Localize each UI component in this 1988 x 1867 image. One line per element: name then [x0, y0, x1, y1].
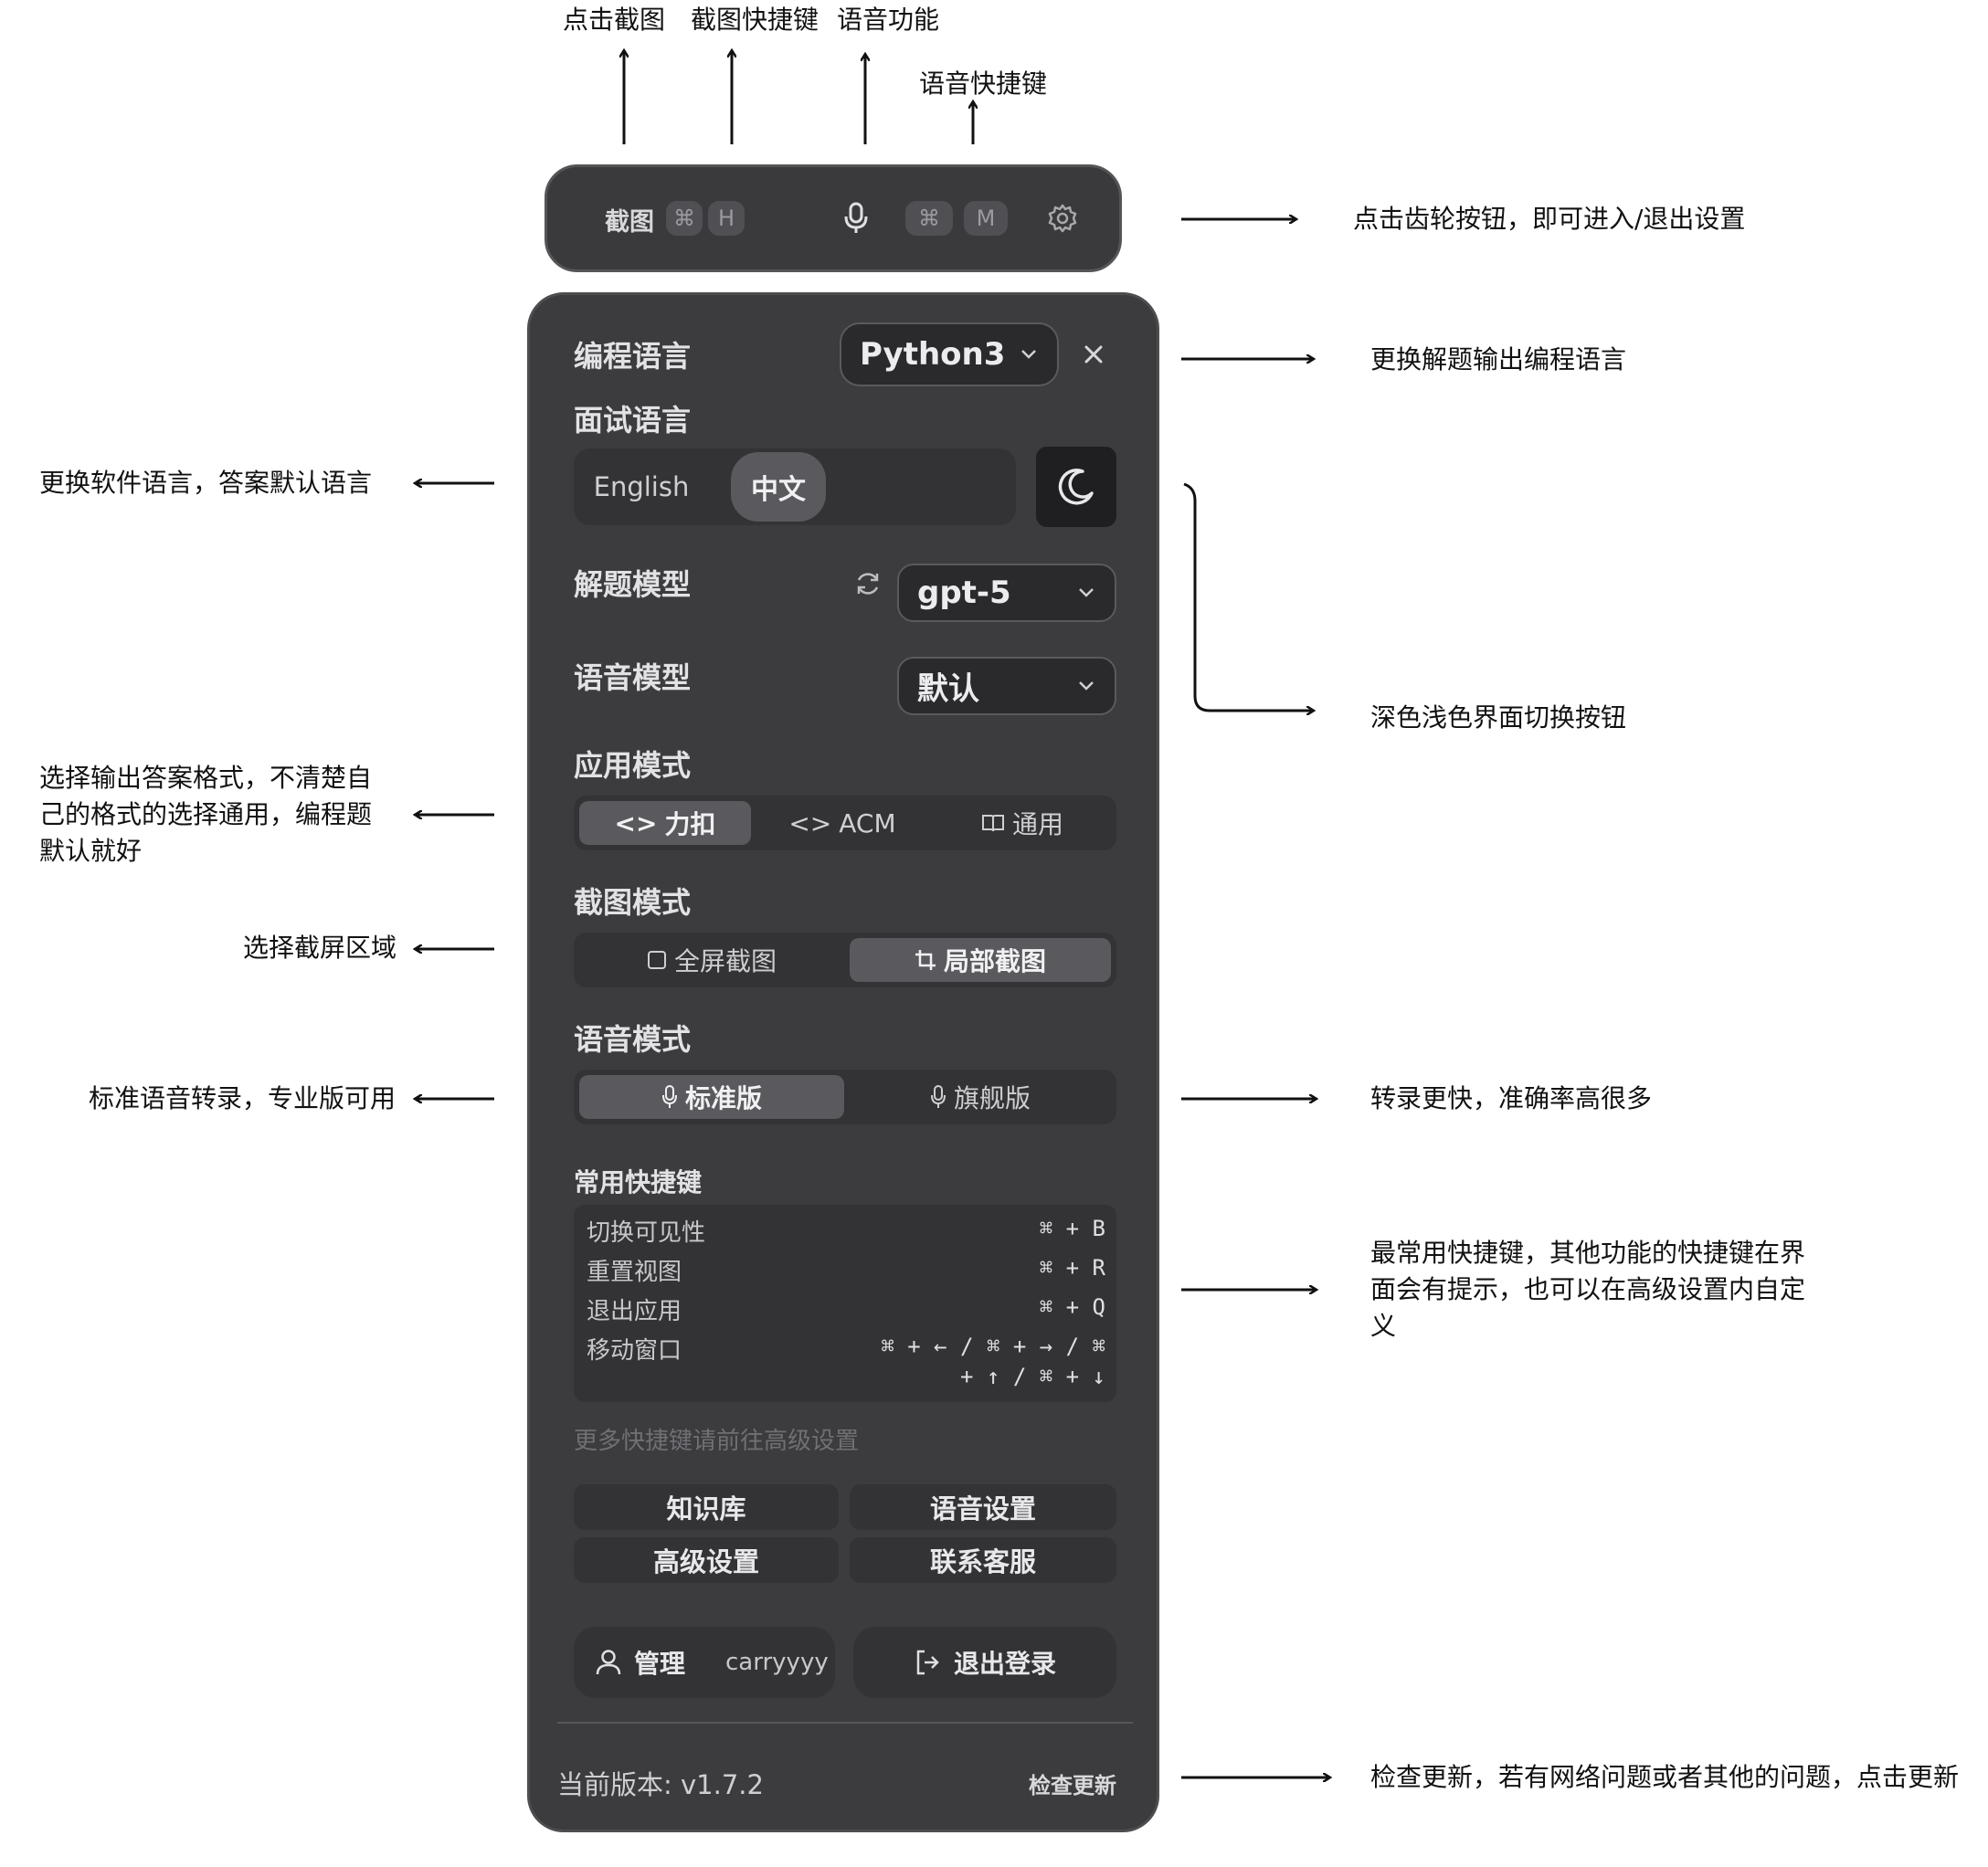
- mic-icon: [661, 1085, 677, 1108]
- solve-model-label: 解题模型: [574, 567, 692, 602]
- interview-lang-label: 面试语言: [574, 403, 692, 438]
- shot-mode-label: 截图模式: [574, 885, 692, 920]
- shortcuts-list: 切换可见性 ⌘ + B 重置视图 ⌘ + R 退出应用 ⌘ + Q 移动窗口 ⌘…: [574, 1205, 1116, 1402]
- square-icon: [647, 951, 666, 969]
- voice-mode-label: 语音模式: [574, 1022, 692, 1057]
- advanced-settings-button[interactable]: 高级设置: [574, 1537, 839, 1583]
- refresh-icon[interactable]: [853, 569, 884, 600]
- voice-mode-flagship-label: 旗舰版: [953, 1083, 1031, 1113]
- app-mode-switch: <>力扣 <>ACM 通用: [574, 796, 1116, 850]
- shot-mode-region[interactable]: 局部截图: [850, 938, 1111, 982]
- anno-change-code-lang: 更换解题输出编程语言: [1370, 344, 1627, 374]
- floating-toolbar: 截图 ⌘ H ⌘ M: [545, 164, 1122, 272]
- anno-answer-format: 选择输出答案格式，不清楚自己的格式的选择通用，编程题默认就好: [39, 763, 373, 866]
- anno-screenshot-hotkey: 截图快捷键: [691, 5, 820, 35]
- version-label: 当前版本: v1.7.2: [557, 1769, 764, 1800]
- lang-option-chinese[interactable]: 中文: [731, 452, 826, 522]
- solve-model-select[interactable]: gpt-5: [897, 564, 1116, 622]
- voice-settings-button[interactable]: 语音设置: [850, 1484, 1116, 1530]
- voice-key-mod: ⌘: [905, 201, 953, 236]
- anno-standard-voice: 标准语音转录，专业版可用: [89, 1083, 397, 1113]
- contact-support-button[interactable]: 联系客服: [850, 1537, 1116, 1583]
- lang-option-english[interactable]: English: [593, 471, 690, 502]
- app-mode-acm[interactable]: <>ACM: [756, 801, 928, 845]
- mic-icon: [930, 1085, 946, 1108]
- chevron-down-icon: [1079, 588, 1094, 597]
- anno-common-hotkeys: 最常用快捷键，其他功能的快捷键在界面会有提示，也可以在高级设置内自定义: [1370, 1238, 1806, 1341]
- shortcut-quit-label: 退出应用: [587, 1298, 682, 1325]
- code-lang-value: Python3: [860, 336, 1006, 373]
- anno-theme-toggle: 深色浅色界面切换按钮: [1370, 702, 1627, 733]
- gear-icon[interactable]: [1044, 200, 1081, 237]
- app-mode-leetcode-label: 力扣: [664, 809, 716, 839]
- crop-icon: [915, 950, 936, 970]
- voice-mode-switch: 标准版 旗舰版: [574, 1070, 1116, 1124]
- shot-mode-region-label: 局部截图: [943, 946, 1046, 976]
- app-mode-label: 应用模式: [574, 748, 692, 783]
- voice-model-select[interactable]: 默认: [897, 657, 1116, 715]
- arrow-theme: [1183, 482, 1313, 711]
- anno-click-screenshot: 点击截图: [563, 5, 666, 35]
- shortcut-reset-view-keys: ⌘ + R: [1039, 1255, 1105, 1281]
- logout-icon: [916, 1650, 939, 1675]
- shortcuts-label: 常用快捷键: [574, 1167, 703, 1197]
- user-icon: [596, 1650, 621, 1675]
- voice-model-label: 语音模型: [574, 660, 692, 695]
- code-lang-label: 编程语言: [574, 339, 692, 374]
- voice-model-value: 默认: [917, 670, 979, 708]
- screenshot-button[interactable]: 截图: [605, 208, 654, 237]
- anno-gear-setting: 点击齿轮按钮，即可进入/退出设置: [1353, 204, 1746, 234]
- screenshot-key: H: [708, 201, 745, 236]
- shortcut-move-window-label: 移动窗口: [587, 1337, 682, 1365]
- account-manage-button[interactable]: 管理 carryyyy: [574, 1627, 835, 1698]
- screenshot-key-mod: ⌘: [666, 201, 703, 236]
- app-mode-general-label: 通用: [1011, 809, 1063, 839]
- solve-model-value: gpt-5: [917, 575, 1011, 611]
- divider: [557, 1722, 1133, 1724]
- chevron-down-icon: [1021, 350, 1036, 359]
- anno-change-ui-lang: 更换软件语言，答案默认语言: [39, 468, 373, 498]
- knowledge-base-button[interactable]: 知识库: [574, 1484, 839, 1530]
- app-mode-acm-label: ACM: [839, 807, 896, 839]
- app-mode-general[interactable]: 通用: [936, 801, 1109, 845]
- voice-mode-flagship[interactable]: 旗舰版: [850, 1075, 1111, 1119]
- book-icon: [981, 815, 1004, 832]
- voice-mode-standard[interactable]: 标准版: [579, 1075, 844, 1119]
- shortcut-move-window-keys: ⌘ + ← / ⌘ + → / ⌘: [881, 1334, 1105, 1359]
- manage-label: 管理: [634, 1649, 686, 1679]
- username: carryyyy: [725, 1649, 829, 1676]
- mic-icon[interactable]: [838, 200, 874, 237]
- shortcut-reset-view-label: 重置视图: [587, 1259, 682, 1286]
- code-brackets-icon: <>: [788, 807, 832, 839]
- logout-label: 退出登录: [953, 1649, 1056, 1679]
- close-icon[interactable]: [1078, 339, 1109, 370]
- logout-button[interactable]: 退出登录: [853, 1627, 1116, 1698]
- voice-key: M: [964, 201, 1008, 236]
- theme-toggle-button[interactable]: [1036, 447, 1116, 527]
- shot-mode-fullscreen[interactable]: 全屏截图: [579, 938, 844, 982]
- app-mode-leetcode[interactable]: <>力扣: [579, 801, 751, 845]
- shortcut-quit-keys: ⌘ + Q: [1039, 1294, 1105, 1320]
- shortcut-move-window-keys-line2: + ↑ / ⌘ + ↓: [960, 1364, 1105, 1389]
- shortcut-toggle-visibility-label: 切换可见性: [587, 1219, 706, 1247]
- more-shortcuts-hint: 更多快捷键请前往高级设置: [574, 1428, 860, 1455]
- shot-mode-fullscreen-label: 全屏截图: [673, 946, 777, 976]
- anno-flagship-voice: 转录更快，准确率高很多: [1370, 1083, 1653, 1113]
- anno-voice-hotkey: 语音快捷键: [919, 69, 1048, 99]
- interview-lang-switch: English 中文: [574, 448, 1016, 525]
- anno-voice-function: 语音功能: [837, 5, 940, 35]
- check-update-button[interactable]: 检查更新: [1029, 1773, 1116, 1798]
- shortcut-toggle-visibility-keys: ⌘ + B: [1039, 1216, 1105, 1241]
- chevron-down-icon: [1079, 681, 1094, 691]
- anno-screenshot-region: 选择截屏区域: [243, 933, 397, 963]
- settings-panel: 编程语言 Python3 面试语言 English 中文 解题模型 gpt-5 …: [527, 292, 1159, 1832]
- anno-check-update: 检查更新，若有网络问题或者其他的问题，点击更新: [1370, 1762, 1960, 1792]
- code-brackets-icon: <>: [614, 807, 658, 839]
- moon-icon: [1058, 469, 1094, 505]
- shot-mode-switch: 全屏截图 局部截图: [574, 933, 1116, 987]
- voice-mode-standard-label: 标准版: [684, 1083, 762, 1113]
- code-lang-select[interactable]: Python3: [840, 322, 1059, 386]
